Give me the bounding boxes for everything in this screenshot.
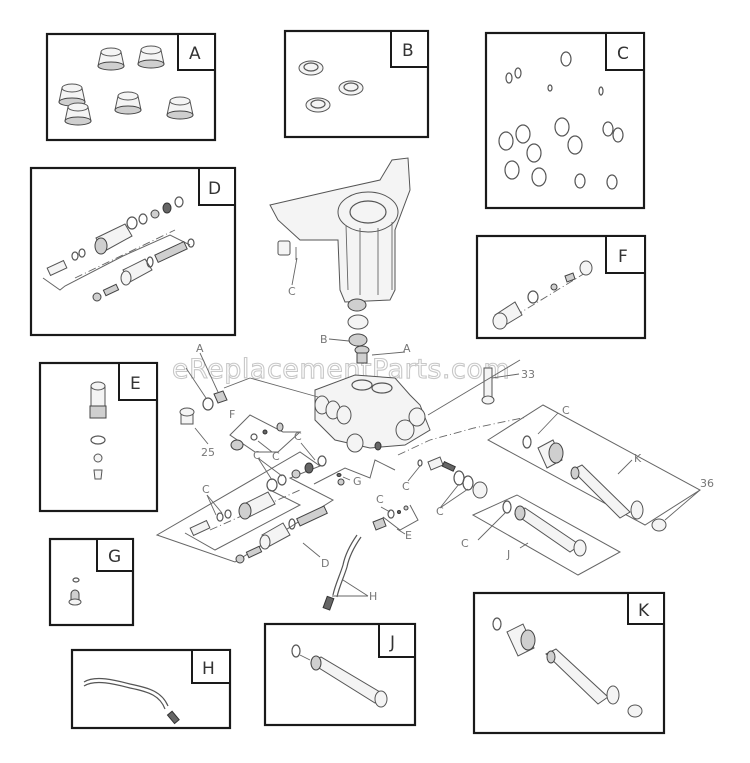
kit-c-label: C xyxy=(617,44,629,64)
callout-k-group: K xyxy=(634,452,642,465)
check-valve-kit-e-icon xyxy=(89,381,107,480)
callout-c-center: C xyxy=(402,480,410,493)
kit-g-box[interactable]: G xyxy=(48,537,135,627)
group-j-outline xyxy=(471,494,622,576)
kit-e-label: E xyxy=(130,374,141,394)
outlet-kit-k-icon xyxy=(492,617,643,718)
check-valve-main-icon xyxy=(230,422,284,451)
plug-kit-g-icon xyxy=(68,577,82,606)
kit-f-box[interactable]: F xyxy=(475,234,647,340)
group-g-outline xyxy=(313,459,396,485)
callout-c-k-top: C xyxy=(562,404,570,417)
outlet-kit-j-icon xyxy=(291,644,388,708)
group-d-inner-outline xyxy=(184,489,302,551)
group-k-axis xyxy=(397,416,528,456)
check-valve-right-icon xyxy=(417,456,488,499)
callout-d-group: D xyxy=(321,557,329,570)
callout-f-group: F xyxy=(229,408,235,421)
valve-cap-icon xyxy=(58,45,194,126)
crankcase-icon xyxy=(269,157,411,303)
bearing-icon xyxy=(347,298,369,347)
unloader-main-icon xyxy=(189,455,328,564)
kit-b-label: B xyxy=(402,41,414,61)
callout-h-group: H xyxy=(369,590,377,603)
kit-a-label: A xyxy=(189,44,201,64)
kit-a-box[interactable]: A xyxy=(45,32,217,142)
o-ring-icon xyxy=(498,51,624,190)
callout-head-a-top: A xyxy=(403,342,411,355)
kit-h-box[interactable]: H xyxy=(70,648,232,730)
outlet-k-main-icon xyxy=(522,435,667,532)
valve-cap-left-icon xyxy=(179,390,228,425)
seal-icon xyxy=(298,60,364,113)
callout-c-mid: C xyxy=(294,430,302,443)
kit-h-label: H xyxy=(202,659,215,679)
callout-c-e: C xyxy=(376,493,384,506)
callout-head-a-left: A xyxy=(196,342,204,355)
kit-k-label: K xyxy=(638,601,650,621)
valve-cap-on-head-icon xyxy=(354,345,370,364)
kit-j-box[interactable]: J xyxy=(263,622,417,727)
kit-g-label: G xyxy=(108,547,121,567)
kit-e-box[interactable]: E xyxy=(38,361,159,513)
callout-crankcase-c: C xyxy=(288,285,296,298)
hose-kit-h-icon xyxy=(83,677,180,725)
check-valve-icon xyxy=(492,260,593,330)
kit-j-label: J xyxy=(389,633,395,653)
outlet-j-main-icon xyxy=(502,500,587,557)
callout-c-right-pair: C xyxy=(436,505,444,518)
kit-d-box[interactable]: D xyxy=(29,166,237,337)
hose-icon xyxy=(322,534,362,611)
bolt-icon xyxy=(481,367,495,405)
callout-c-f-ring: C xyxy=(272,450,280,463)
callout-e-group: E xyxy=(405,529,412,542)
callout-bolt-33: 33 xyxy=(521,368,535,381)
group-e-outline xyxy=(382,504,419,531)
kit-c-box[interactable]: C xyxy=(484,31,646,210)
check-valve-e-icon xyxy=(372,505,409,531)
callout-plug-25: 25 xyxy=(201,446,215,459)
kit-f-label: F xyxy=(618,247,628,267)
plug-g-main-icon xyxy=(336,473,345,486)
callout-c-d-left: C xyxy=(202,483,210,496)
pump-head-icon xyxy=(314,374,431,453)
group-f-outline xyxy=(229,414,302,453)
callout-bearing-b: B xyxy=(320,333,328,346)
callout-c-d-mid: C xyxy=(253,449,261,462)
callout-g-group: G xyxy=(353,475,362,488)
kit-d-label: D xyxy=(208,179,221,199)
kit-b-box[interactable]: B xyxy=(283,29,430,139)
callout-ring-36: 36 xyxy=(700,477,714,490)
callout-c-j: C xyxy=(461,537,469,550)
unloader-valve-icon xyxy=(42,196,195,302)
group-d-outline xyxy=(155,451,335,563)
callout-j-group: J xyxy=(506,548,510,561)
kit-k-box[interactable]: K xyxy=(472,591,666,735)
